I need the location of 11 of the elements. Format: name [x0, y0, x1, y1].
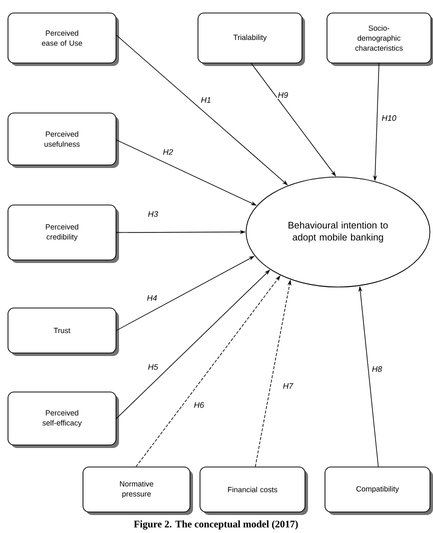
edge-label: H9 — [276, 91, 290, 99]
edge-label: H6 — [192, 401, 206, 409]
edge-label: H8 — [370, 365, 384, 373]
edge-label: H3 — [146, 210, 160, 218]
caption: Figure 2. The conceptual model (2017) — [134, 520, 298, 530]
edge-label: H1 — [200, 96, 212, 104]
edge-label: H4 — [146, 294, 158, 302]
edge-label: H10 — [380, 114, 398, 122]
edge-label: H7 — [282, 382, 294, 390]
edge-label: H5 — [146, 363, 160, 371]
edge-label: H2 — [162, 148, 174, 156]
